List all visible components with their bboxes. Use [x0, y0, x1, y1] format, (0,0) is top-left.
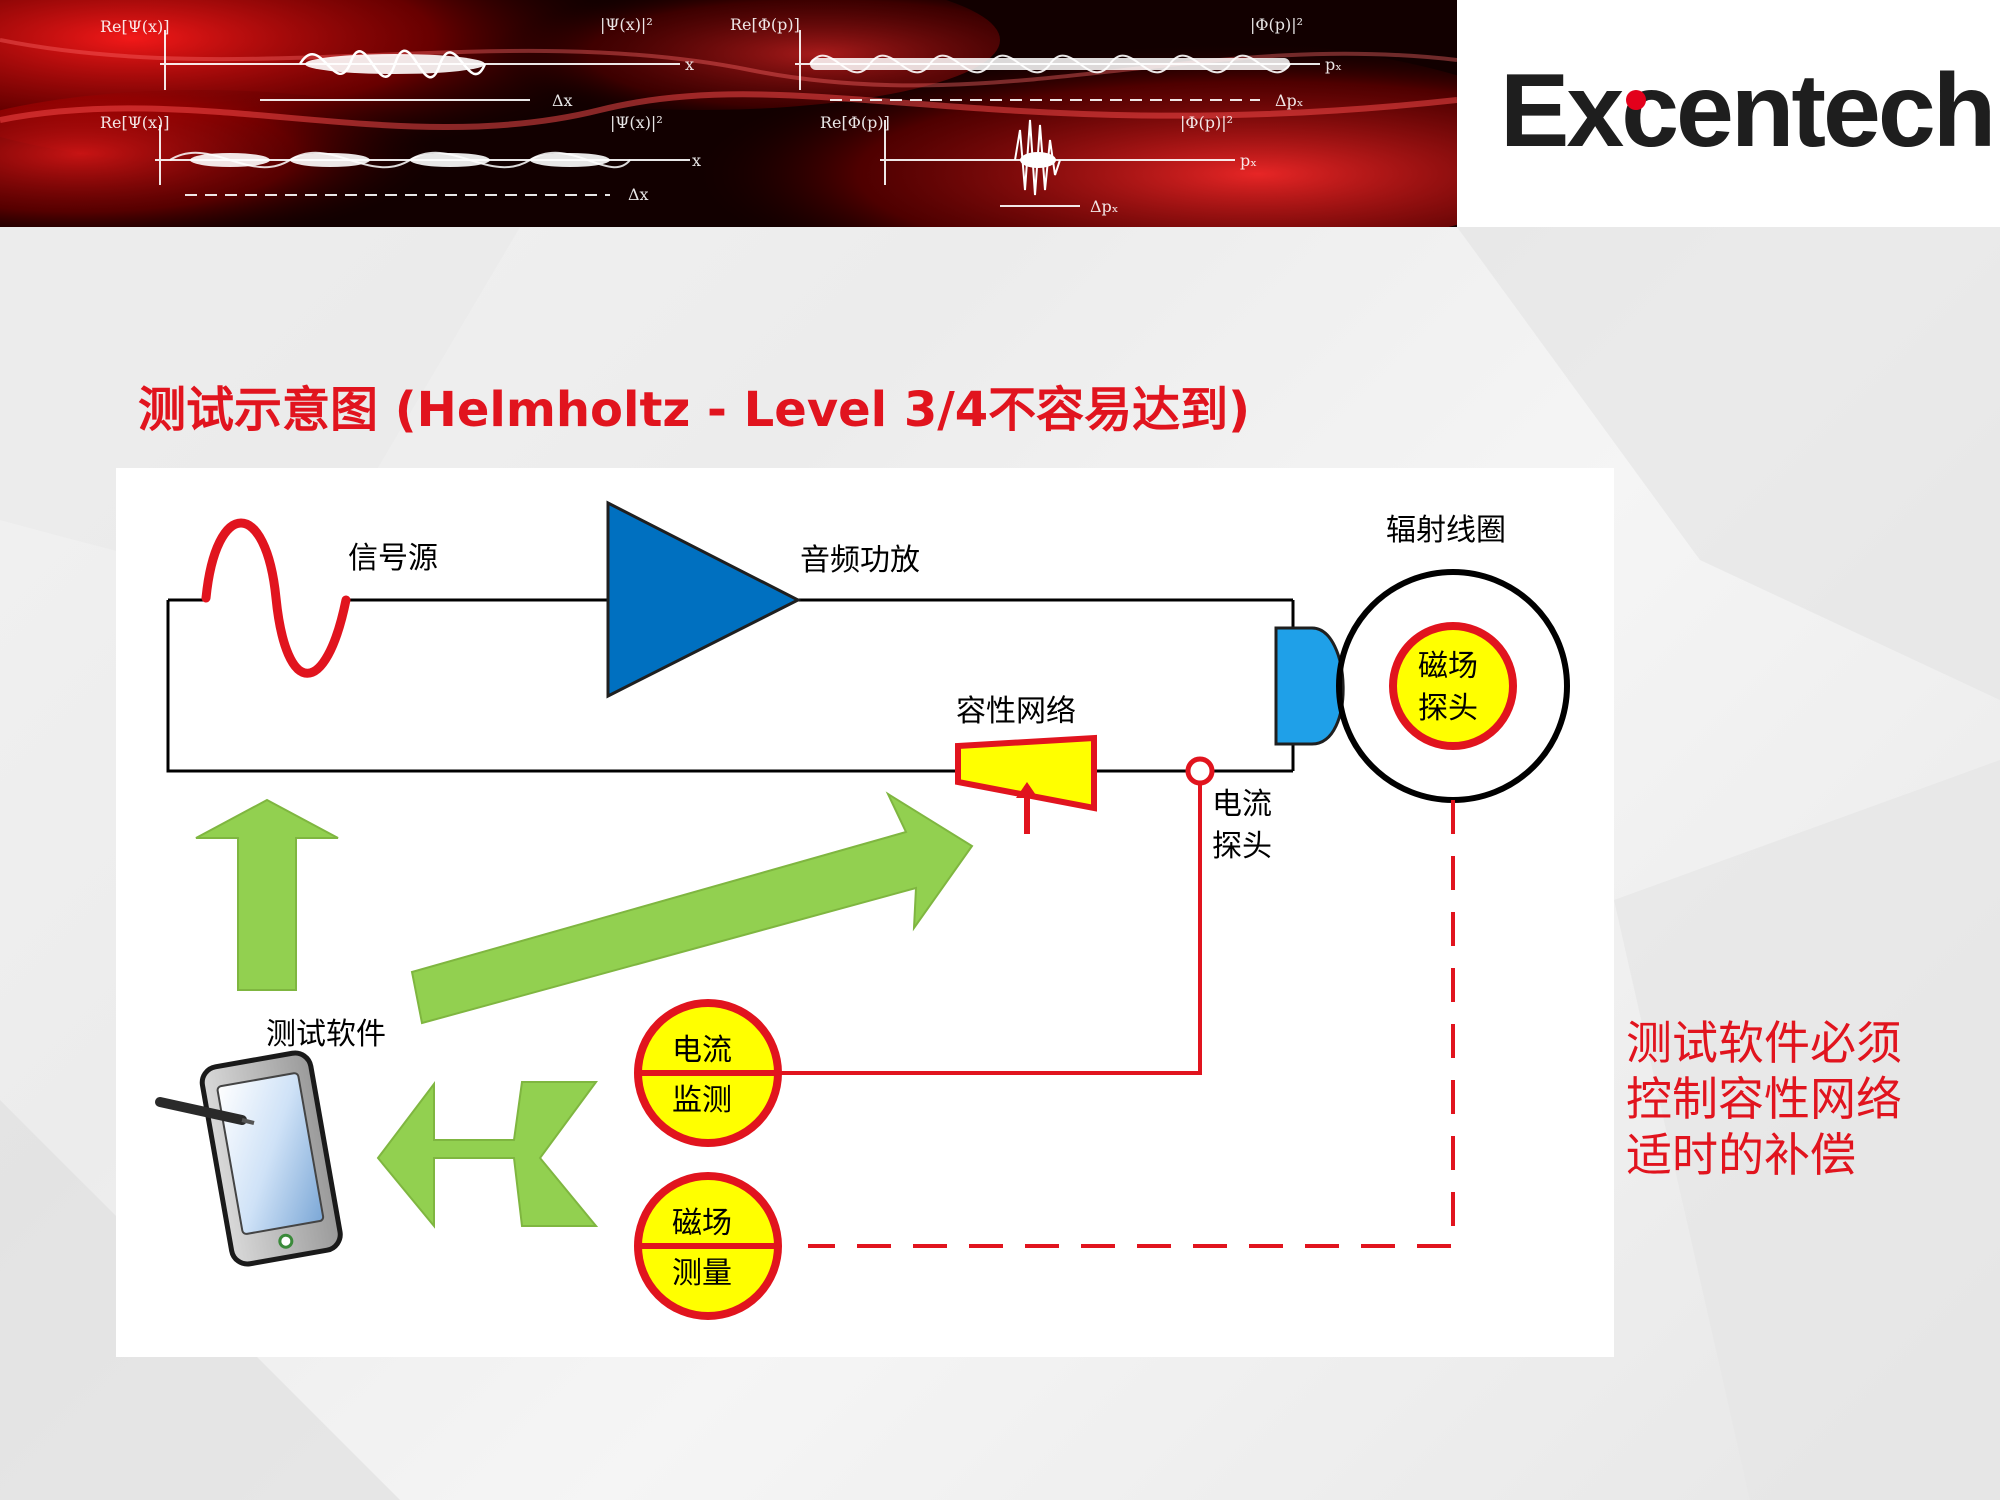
- radiation-coil-label: 辐射线圈: [1386, 513, 1506, 548]
- current-monitor-label-line2: 监测: [672, 1083, 732, 1118]
- capacitive-network-label: 容性网络: [956, 694, 1076, 729]
- wave-packet-image: Re[Ψ(x)] |Ψ(x)|² Re[Φ(p)] |Φ(p)|² Re[Ψ(x…: [0, 0, 1457, 227]
- banner-label-x: x: [685, 55, 694, 74]
- arrow-back-to-software-icon: [376, 1081, 599, 1229]
- logo-accent-dot: [1626, 90, 1646, 110]
- current-probe-icon: [1185, 756, 1215, 786]
- banner-label-delta-x-2: Δx: [628, 185, 649, 204]
- audio-amplifier-label: 音频功放: [800, 543, 920, 578]
- side-note-line3: 适时的补偿: [1626, 1128, 1856, 1182]
- audio-amplifier-icon: [606, 500, 802, 699]
- coil-connector-icon: [1274, 626, 1345, 746]
- signal-source-wave-icon: [201, 518, 351, 678]
- current-probe-wire: [776, 783, 1202, 1075]
- logo-area: [1457, 0, 2000, 227]
- slide-title: 测试示意图 (Helmholtz - Level 3/4不容易达到): [138, 382, 1251, 438]
- arrow-up-to-source-icon: [195, 798, 339, 991]
- banner-label-abs-phi: |Φ(p)|²: [1250, 15, 1303, 34]
- stylus-icon: [155, 1097, 247, 1125]
- banner-label-re-phi-2: Re[Φ(p)]: [820, 113, 890, 132]
- banner-label-px: pₓ: [1325, 55, 1342, 74]
- signal-source-label: 信号源: [348, 541, 438, 576]
- banner-label-abs-phi-2: |Φ(p)|²: [1180, 113, 1233, 132]
- test-diagram-svg: 信号源 音频功放 辐射线圈 磁场 探头 容性网络 电流 探头 电流 监测 磁场 …: [155, 500, 1570, 1320]
- header-banner: Re[Ψ(x)] |Ψ(x)|² Re[Φ(p)] |Φ(p)|² Re[Ψ(x…: [0, 0, 1457, 227]
- company-logo: Excentech: [1500, 53, 1996, 169]
- banner-label-abs-psi-2: |Ψ(x)|²: [610, 113, 663, 132]
- test-software-label: 测试软件: [266, 1017, 386, 1052]
- banner-label-delta-x: Δx: [552, 91, 573, 110]
- field-measure-label-line1: 磁场: [672, 1206, 732, 1241]
- field-probe-label-line1: 磁场: [1418, 649, 1478, 684]
- test-diagram: 信号源 音频功放 辐射线圈 磁场 探头 容性网络 电流 探头 电流 监测 磁场 …: [116, 468, 1614, 1357]
- arrow-to-capacitive-network-icon: [410, 791, 974, 1025]
- banner-label-px-2: pₓ: [1240, 151, 1257, 170]
- field-probe-label-line2: 探头: [1418, 691, 1478, 726]
- side-note: 测试软件必须 控制容性网络 适时的补偿: [1626, 1015, 1986, 1183]
- current-monitor-label-line1: 电流: [672, 1033, 732, 1068]
- banner-label-x-2: x: [692, 151, 701, 170]
- banner-label-re-psi-2: Re[Ψ(x)]: [100, 113, 170, 132]
- current-probe-label-line2: 探头: [1212, 829, 1272, 864]
- side-note-line2: 控制容性网络: [1626, 1072, 1902, 1126]
- banner-label-delta-p-2: Δpₓ: [1090, 197, 1119, 216]
- field-probe-icon: [1389, 622, 1517, 750]
- side-note-line1: 测试软件必须: [1626, 1016, 1902, 1070]
- tablet-icon: [199, 1050, 343, 1267]
- banner-label-re-phi: Re[Φ(p)]: [730, 15, 800, 34]
- banner-label-re-psi: Re[Ψ(x)]: [100, 17, 170, 36]
- banner-label-delta-p: Δpₓ: [1275, 91, 1304, 110]
- field-measure-label-line2: 测量: [672, 1256, 732, 1291]
- capacitive-network-icon: [955, 734, 1097, 812]
- current-probe-label-line1: 电流: [1212, 787, 1272, 822]
- banner-label-abs-psi: |Ψ(x)|²: [600, 15, 653, 34]
